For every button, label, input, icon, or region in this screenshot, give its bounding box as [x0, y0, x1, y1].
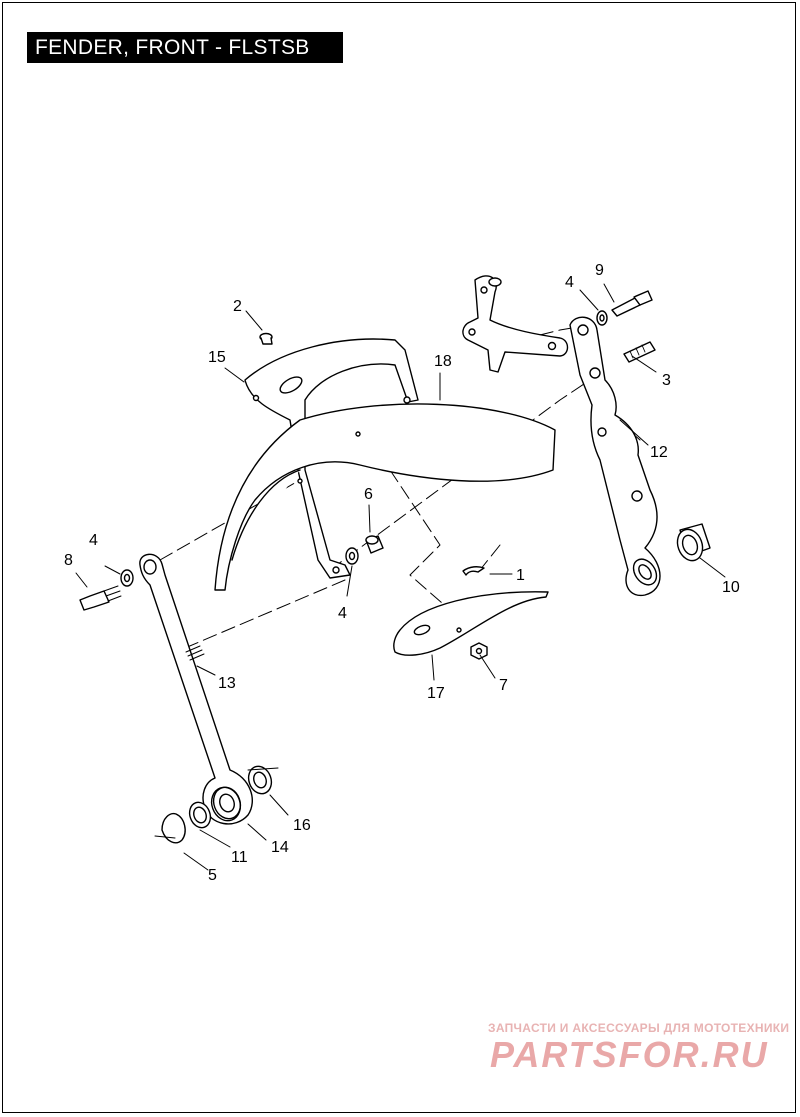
part-3-stud — [623, 341, 656, 363]
part-16-washer — [247, 765, 279, 795]
callout-17: 17 — [427, 685, 445, 702]
callout-10: 10 — [722, 579, 740, 596]
callout-14: 14 — [271, 839, 289, 856]
callout-1: 1 — [516, 567, 525, 584]
part-7-nut — [470, 642, 488, 660]
part-4-washer-left — [120, 569, 134, 587]
part-13-fender-stay — [139, 553, 253, 825]
callout-4-right: 4 — [565, 274, 574, 291]
callout-3: 3 — [662, 372, 671, 389]
leader-lines — [75, 283, 726, 871]
callout-4-middle: 4 — [338, 605, 347, 622]
part-5-clip-ring — [154, 812, 186, 844]
callout-18: 18 — [434, 353, 452, 370]
part-2-screw — [259, 332, 273, 345]
part-1-clip — [462, 566, 485, 576]
part-10-bushing — [676, 523, 711, 562]
callout-labels: 1 2 3 4 4 4 5 6 7 8 9 10 11 12 13 14 15 … — [64, 262, 740, 884]
part-4-washer-middle — [345, 547, 359, 565]
callout-11: 11 — [231, 849, 248, 866]
linkage-upper — [462, 275, 569, 373]
watermark-brand: PARTSFOR.RU — [490, 1034, 769, 1075]
callout-15: 15 — [208, 349, 226, 366]
callout-6: 6 — [364, 486, 373, 503]
callout-8: 8 — [64, 552, 73, 569]
part-4-washer-right — [596, 310, 608, 326]
part-9-bolt — [611, 290, 653, 317]
part-11-spacer — [188, 801, 212, 829]
callout-2: 2 — [233, 298, 242, 315]
callout-13: 13 — [218, 675, 236, 692]
part-14-bushing-ring — [210, 786, 242, 822]
part-18-front-fender — [214, 396, 556, 591]
part-17-fender-tip — [393, 591, 549, 656]
part-12-fork-bracket — [569, 316, 661, 597]
part-6-spacer — [365, 535, 384, 554]
part-15-fender-bracket — [244, 338, 419, 579]
watermark-tagline: ЗАПЧАСТИ И АКСЕССУАРЫ ДЛЯ МОТОТЕХНИКИ — [488, 1021, 790, 1035]
callout-12: 12 — [650, 444, 668, 461]
callout-5: 5 — [208, 867, 217, 884]
callout-16: 16 — [293, 817, 311, 834]
part-8-bolt — [79, 585, 122, 611]
callout-9: 9 — [595, 262, 604, 279]
diagram-title: FENDER, FRONT - FLSTSB — [27, 32, 343, 63]
callout-4-left: 4 — [89, 532, 98, 549]
callout-7: 7 — [499, 677, 508, 694]
